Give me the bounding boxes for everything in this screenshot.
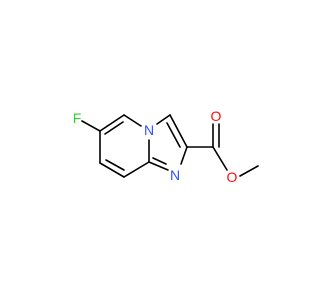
bond-c2-n3 (180, 146, 188, 165)
ring-nitrogen-label: N (144, 122, 154, 138)
bond-c6-f (81, 120, 101, 132)
bond-c7-c8-inner (105, 159, 125, 171)
bond-n3-c8a-inner (152, 157, 167, 165)
ester-oxygen-label: O (227, 169, 238, 185)
bonds (81, 114, 259, 178)
bond-n3-c8a (148, 161, 169, 171)
atom-labels: F N N O O (73, 108, 238, 185)
bond-c7-c8 (99, 162, 125, 178)
bond-c5-c6-inner (104, 121, 124, 135)
bond-oester-methyl (239, 165, 259, 177)
background (0, 0, 300, 300)
bond-c3-c2-inner (166, 122, 181, 148)
bond-ccarbonyl-oester (212, 146, 228, 171)
carbonyl-oxygen-label: O (211, 108, 222, 124)
fluorine-label: F (73, 110, 82, 126)
bond-c5-c6 (99, 114, 125, 132)
imine-nitrogen-label: N (170, 167, 180, 183)
bond-n1-c5 (123, 114, 142, 127)
bond-n1-c3 (156, 114, 171, 125)
molecule-structure: F N N O O (0, 0, 300, 300)
bond-c3-c2 (169, 114, 188, 148)
bond-c8-c8a (123, 161, 150, 178)
